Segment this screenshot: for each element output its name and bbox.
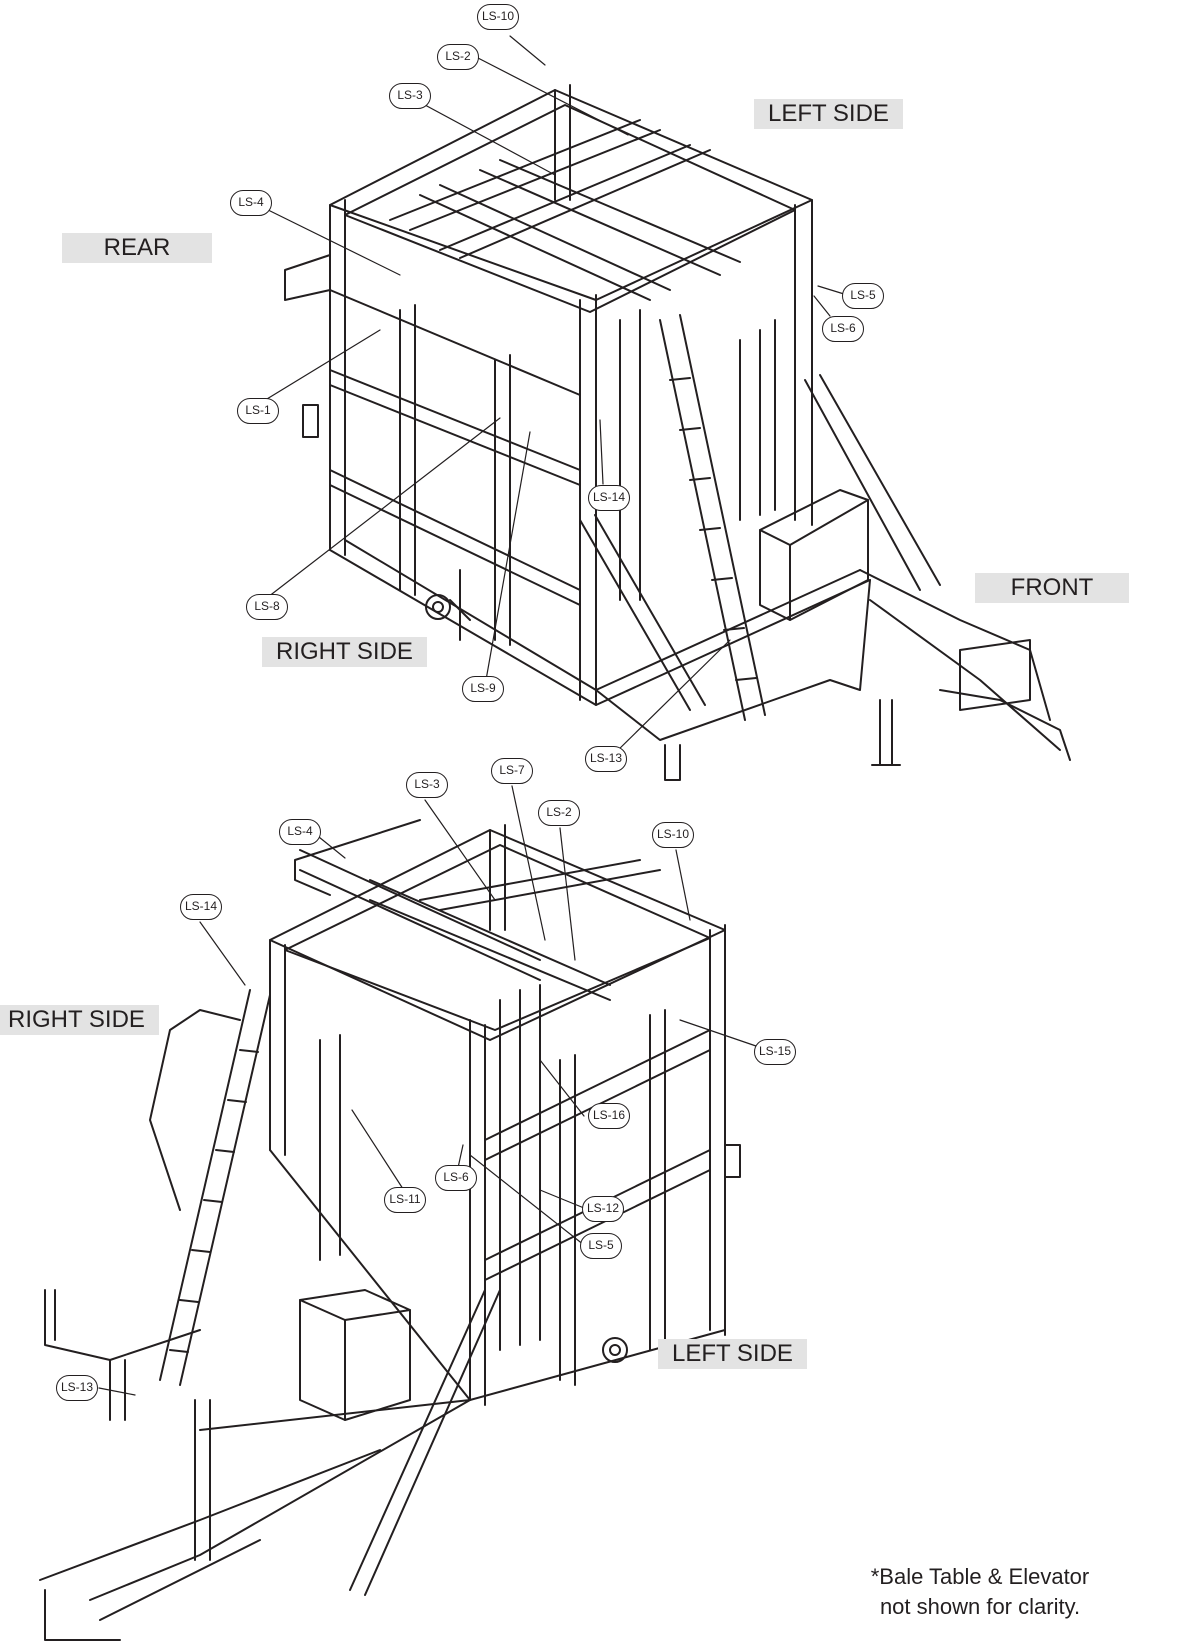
clarity-note-line-2: not shown for clarity.: [879, 1594, 1081, 1619]
callout-ls-12-bottom: LS-12: [582, 1196, 624, 1222]
callout-ls-13-top: LS-13: [585, 746, 627, 772]
callout-ls-3-bottom: LS-3: [406, 772, 448, 798]
top-left-side-label: LEFT SIDE: [754, 99, 903, 129]
clarity-note: *Bale Table & Elevator not shown for cla…: [830, 1562, 1130, 1622]
callout-ls-5-bottom: LS-5: [580, 1233, 622, 1259]
clarity-note-line-1: *Bale Table & Elevator: [870, 1564, 1090, 1589]
callout-ls-2-bottom: LS-2: [538, 800, 580, 826]
bottom-right-side-label: RIGHT SIDE: [0, 1005, 159, 1035]
top-rear-label: REAR: [62, 233, 212, 263]
callout-ls-1-top: LS-1: [237, 398, 279, 424]
callout-ls-10-bottom: LS-10: [652, 822, 694, 848]
callout-ls-6-bottom: LS-6: [435, 1165, 477, 1191]
callout-ls-5-top: LS-5: [842, 283, 884, 309]
callout-ls-6-top: LS-6: [822, 316, 864, 342]
bottom-left-side-label: LEFT SIDE: [658, 1339, 807, 1369]
callout-ls-13-bottom: LS-13: [56, 1375, 98, 1401]
callout-ls-3-top: LS-3: [389, 83, 431, 109]
callout-ls-11-bottom: LS-11: [384, 1187, 426, 1213]
callout-ls-10-top: LS-10: [477, 4, 519, 30]
callout-ls-7-bottom: LS-7: [491, 758, 533, 784]
top-front-label: FRONT: [975, 573, 1129, 603]
callout-ls-2-top: LS-2: [437, 44, 479, 70]
callout-ls-14-top: LS-14: [588, 485, 630, 511]
callout-ls-9-top: LS-9: [462, 676, 504, 702]
callout-ls-16-bottom: LS-16: [588, 1103, 630, 1129]
callout-ls-15-bottom: LS-15: [754, 1039, 796, 1065]
callout-ls-8-top: LS-8: [246, 594, 288, 620]
top-leader-lines: [257, 35, 845, 757]
bottom-frame-view: [39, 819, 741, 1641]
top-frame-view: [284, 84, 1071, 781]
callout-ls-14-bottom: LS-14: [180, 894, 222, 920]
top-right-side-label: RIGHT SIDE: [262, 637, 427, 667]
callout-ls-4-bottom: LS-4: [279, 819, 321, 845]
callout-ls-4-top: LS-4: [230, 190, 272, 216]
bottom-leader-lines: [98, 785, 757, 1396]
